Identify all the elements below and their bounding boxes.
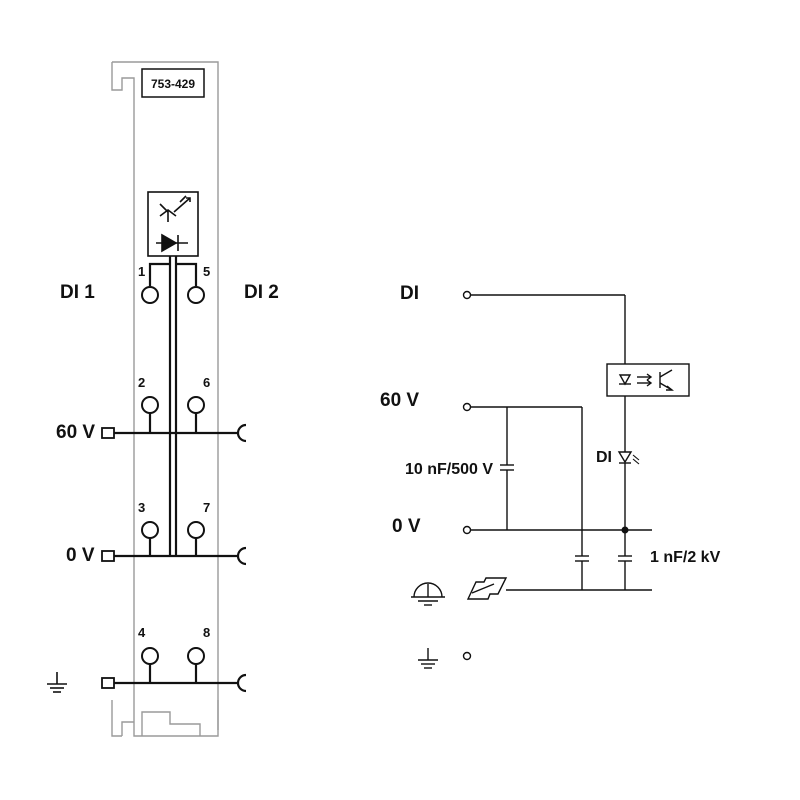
terminal-number-6: 6 — [203, 375, 210, 390]
capacitor-label-2: 1 nF/2 kV — [650, 549, 721, 566]
channel-label-di2: DI 2 — [244, 282, 279, 303]
led-icon — [632, 454, 640, 465]
capacitor-label-1: 10 nF/500 V — [405, 461, 493, 478]
part-number: 753-429 — [151, 77, 195, 91]
schematic-label-0v: 0 V — [392, 516, 421, 537]
terminal-number-1: 1 — [138, 264, 145, 279]
channel-label-di1: DI 1 — [60, 282, 95, 303]
optocoupler-schematic-icon — [618, 369, 674, 391]
terminal-7 — [187, 521, 205, 539]
schematic-wiring — [462, 290, 690, 661]
terminal-number-5: 5 — [203, 264, 210, 279]
terminal-8 — [187, 647, 205, 665]
earth-icon — [418, 648, 438, 669]
schematic-label-60v: 60 V — [380, 390, 419, 411]
terminal-number-8: 8 — [203, 625, 210, 640]
power-rails — [101, 413, 247, 693]
terminal-2 — [141, 396, 159, 414]
terminal-number-3: 3 — [138, 500, 145, 515]
terminal-4 — [141, 647, 159, 665]
schematic-label-di: DI — [400, 283, 419, 304]
module-internal-wiring — [148, 256, 198, 555]
junction-dot — [621, 526, 629, 534]
module-housing — [111, 61, 219, 737]
terminal-6 — [187, 396, 205, 414]
protective-earth-icon — [411, 582, 445, 606]
terminal-number-4: 4 — [138, 625, 146, 640]
rail-label-60v: 60 V — [56, 422, 95, 443]
ground-icon — [47, 672, 67, 693]
terminal-1 — [141, 286, 159, 304]
terminal-5 — [187, 286, 205, 304]
part-number-box — [141, 68, 205, 98]
optocoupler-icon — [147, 191, 199, 257]
terminal-number-7: 7 — [203, 500, 210, 515]
terminal-3 — [141, 521, 159, 539]
din-rail-icon — [466, 577, 508, 600]
terminal-number-2: 2 — [138, 375, 145, 390]
rail-label-0v: 0 V — [66, 545, 95, 566]
terminal-points — [141, 286, 205, 665]
led-label: DI — [596, 449, 612, 466]
